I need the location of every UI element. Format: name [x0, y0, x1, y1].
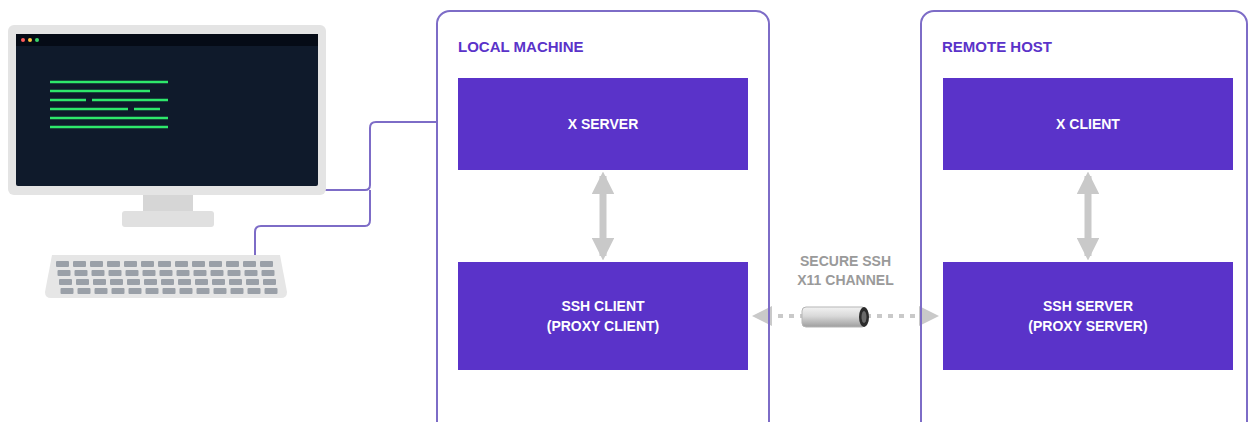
monitor-frame: [8, 25, 326, 195]
process-box: X CLIENT: [943, 78, 1233, 170]
keyboard-keys: [56, 261, 278, 294]
monitor-cable: [325, 122, 436, 190]
ssh-tube: [802, 307, 869, 327]
data-arrow: [600, 176, 607, 256]
terminal-lines: [50, 82, 168, 127]
process-box: X SERVER: [458, 78, 748, 170]
computer-illustration: [8, 25, 436, 298]
host-panel: REMOTE HOST X CLIENT SSH SERVER (PROXY SER…: [920, 10, 1248, 422]
channel-label: SECURE SSH X11 CHANNEL: [785, 252, 906, 290]
monitor-screen: [16, 34, 318, 186]
keyboard: [45, 255, 287, 298]
panel-heading: LOCAL MACHINE: [458, 38, 584, 55]
window-bar: [16, 34, 318, 46]
box-label: X SERVER: [568, 114, 639, 134]
process-box: SSH CLIENT (PROXY CLIENT): [458, 262, 748, 370]
monitor-base: [122, 211, 214, 227]
host-panel: LOCAL MACHINE X SERVER SSH CLIENT (PROXY C…: [436, 10, 770, 422]
box-label: SSH SERVER (PROXY SERVER): [1018, 296, 1158, 337]
box-label: X CLIENT: [1056, 114, 1120, 134]
panel-heading: REMOTE HOST: [942, 38, 1052, 55]
data-arrow: [1085, 176, 1092, 256]
monitor-stand: [143, 195, 193, 213]
process-box: SSH SERVER (PROXY SERVER): [943, 262, 1233, 370]
keyboard-cable: [255, 190, 370, 255]
box-label: SSH CLIENT (PROXY CLIENT): [533, 296, 673, 337]
